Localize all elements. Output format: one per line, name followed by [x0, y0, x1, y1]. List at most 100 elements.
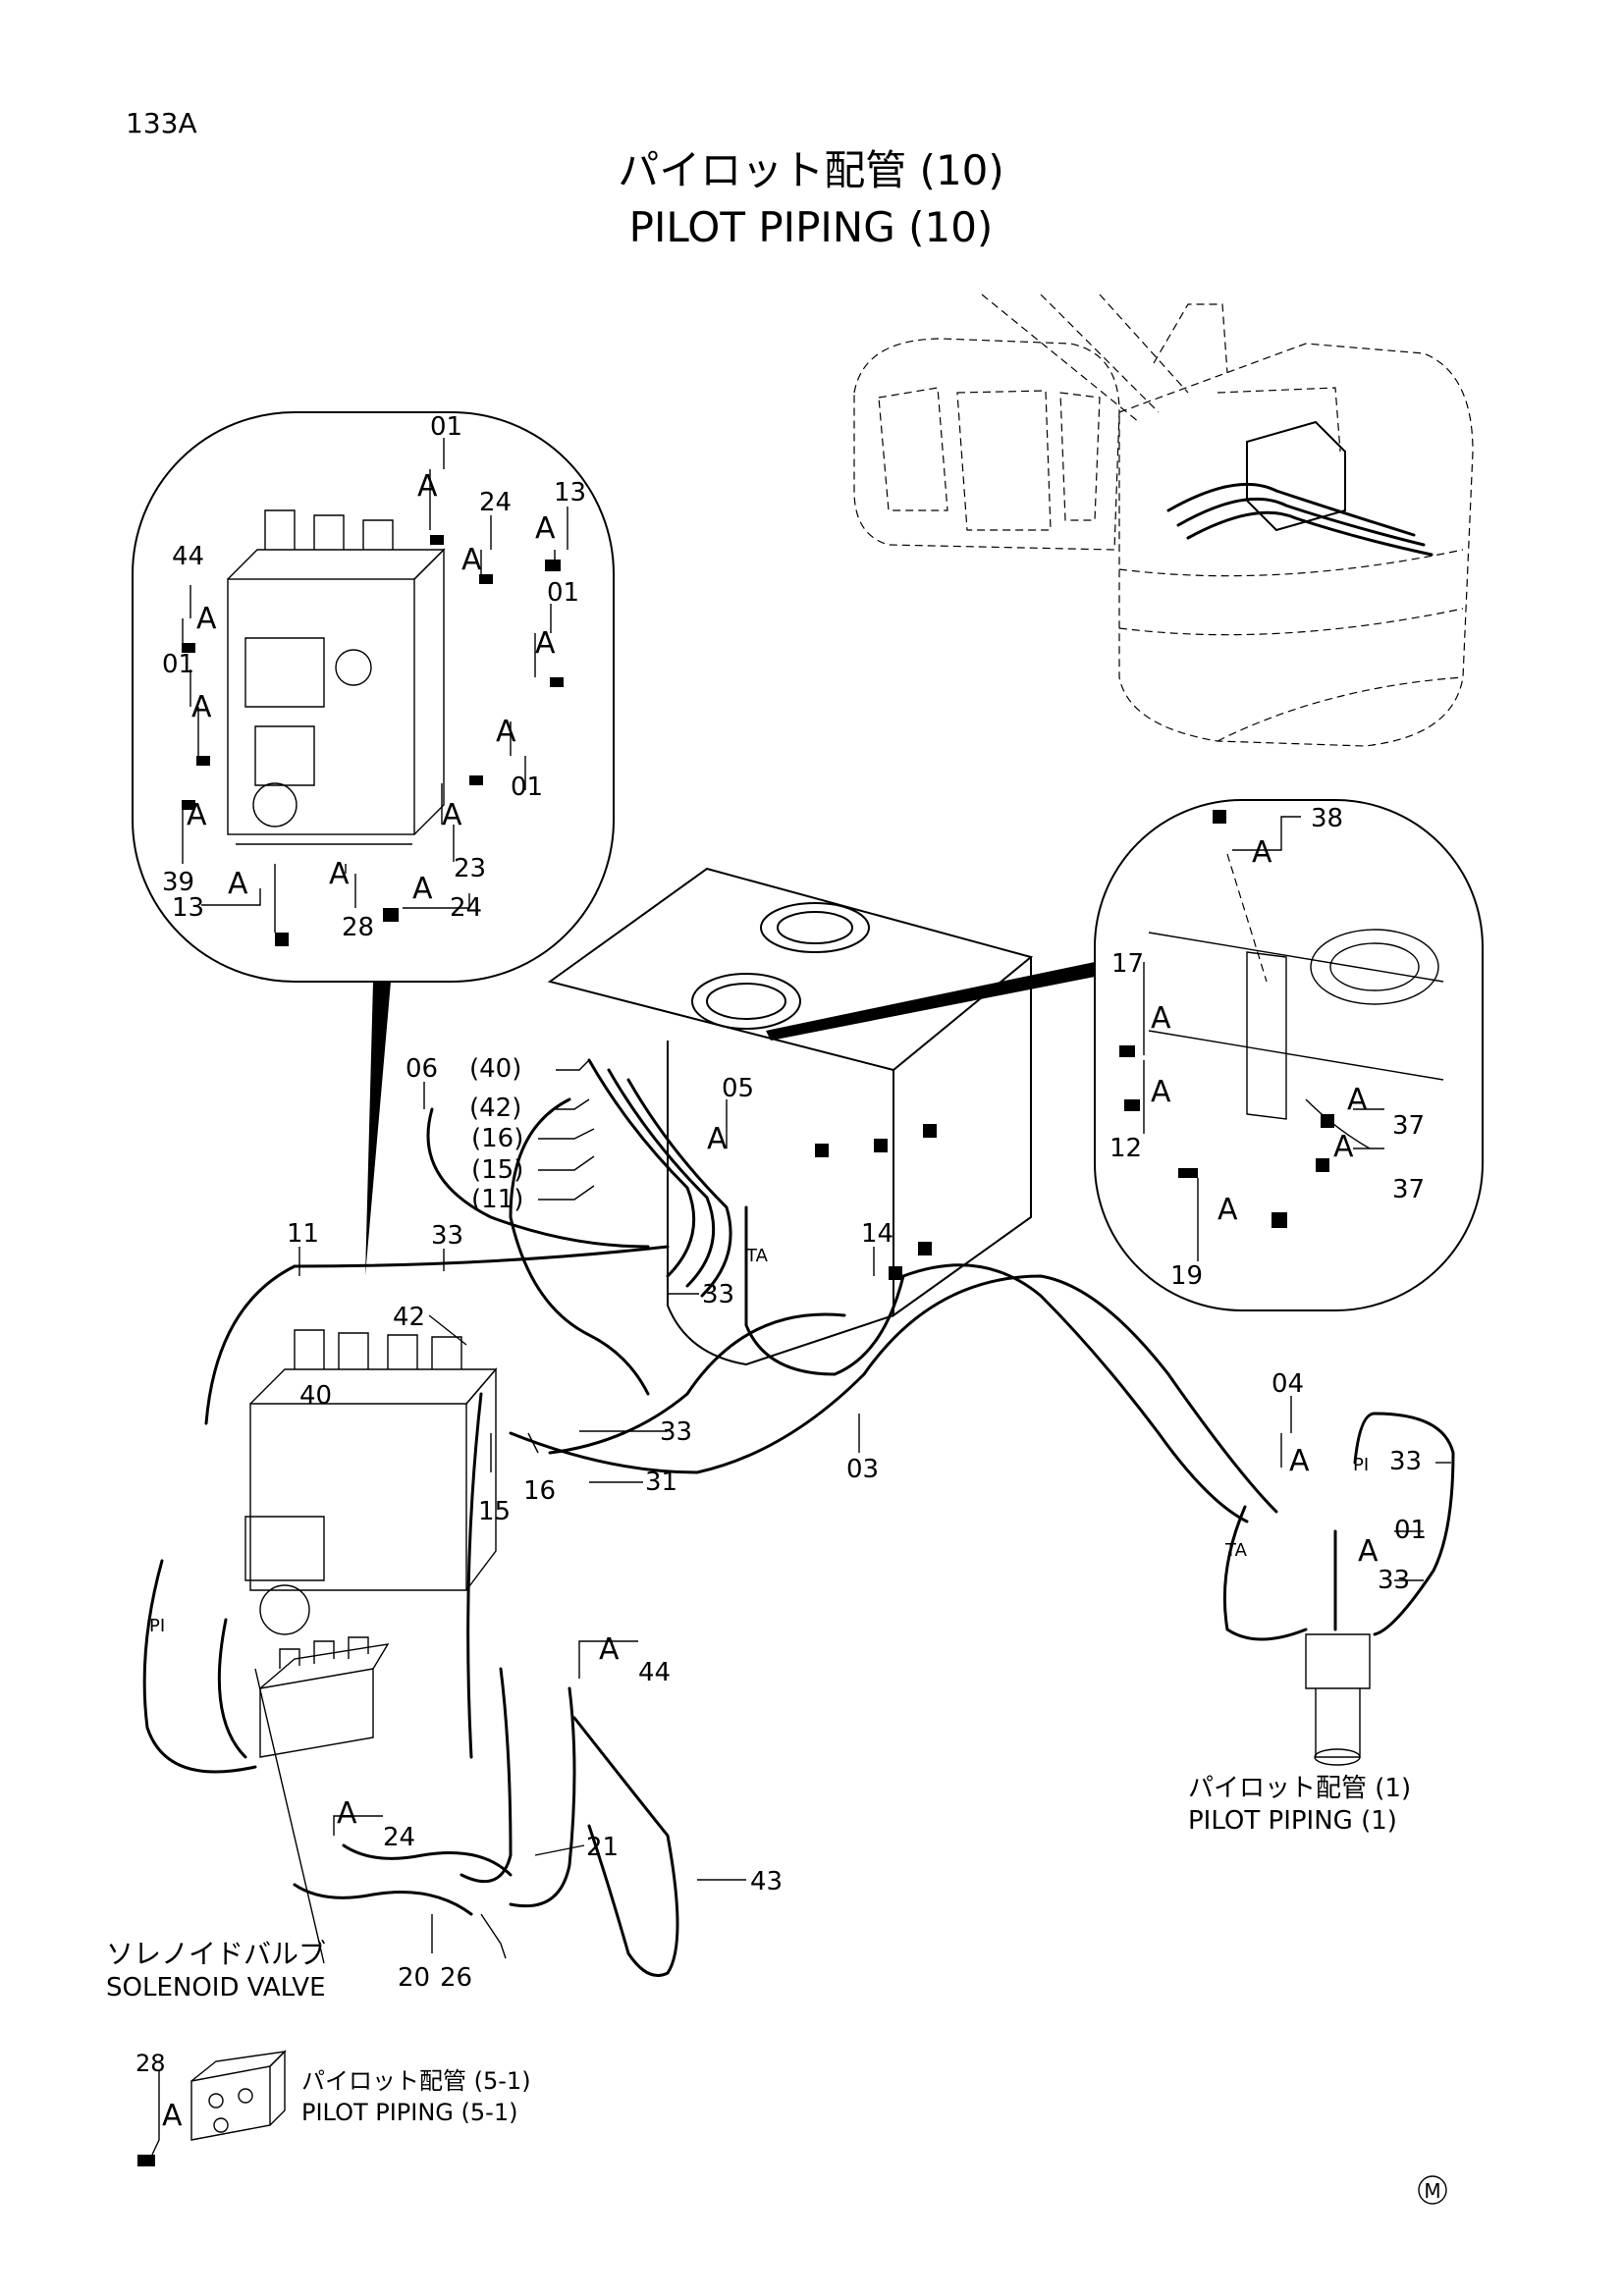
callout-16: 16	[523, 1476, 556, 1506]
pilot-hoses	[142, 1058, 1455, 1977]
callout-28: 28	[342, 913, 374, 942]
a-marker: A	[442, 798, 462, 832]
callout-44: 44	[638, 1658, 671, 1687]
callout-20: 20	[398, 1963, 430, 1993]
callout-16-ref: (16)	[471, 1124, 523, 1153]
circled-m-mark: M	[1424, 2179, 1440, 2203]
title-japanese: パイロット配管 (10)	[618, 146, 1004, 194]
control-valve-illustration	[244, 1329, 498, 1635]
pilot-filter-illustration	[1305, 1633, 1371, 1766]
callout-43: 43	[750, 1867, 783, 1896]
left-bubble-callouts: 01 24 13 44 01 01 01 39 13 28 24 23	[162, 412, 586, 942]
a-marker: A	[1217, 1193, 1238, 1227]
callout-33: 33	[660, 1417, 692, 1447]
callout-26: 26	[440, 1963, 472, 1993]
callout-15-ref: (15)	[471, 1155, 523, 1185]
callout-33: 33	[1378, 1566, 1410, 1595]
callout-24: 24	[450, 893, 482, 923]
callout-01: 01	[1394, 1516, 1427, 1545]
a-marker: A	[1151, 1001, 1171, 1036]
a-marker: A	[535, 626, 556, 661]
a-marker: A	[535, 511, 556, 546]
a-marker: A	[191, 690, 212, 724]
callout-37: 37	[1392, 1175, 1425, 1204]
a-marker: A	[417, 469, 438, 504]
right-bubble-callouts: 38 17 12 19 37 37	[1109, 804, 1425, 1291]
a-marker: A	[707, 1122, 728, 1156]
callout-13: 13	[554, 478, 586, 507]
pilot-piping-5-1-japanese: パイロット配管 (5-1)	[301, 2067, 531, 2095]
a-marker: A	[337, 1796, 357, 1831]
callout-21: 21	[586, 1833, 619, 1862]
callout-01: 01	[162, 650, 194, 679]
a-marker: A	[1358, 1534, 1379, 1569]
callout-leader-lines	[182, 438, 1451, 1964]
control-valve-detail-bubble	[132, 411, 615, 1276]
a-marker: A	[228, 867, 248, 901]
a-marker: A	[1252, 835, 1272, 870]
a-marker: A	[1289, 1444, 1310, 1478]
callout-38: 38	[1311, 804, 1343, 833]
excavator-overview-illustration	[853, 294, 1474, 747]
a-marker: A	[1347, 1083, 1368, 1117]
callout-05: 05	[722, 1074, 754, 1103]
solenoid-valve-illustration	[259, 1636, 390, 1758]
callout-01: 01	[511, 773, 543, 802]
a-marker: A	[162, 2099, 183, 2133]
callout-17: 17	[1111, 949, 1144, 979]
callout-11-ref: (11)	[471, 1185, 523, 1214]
solenoid-valve-english: SOLENOID VALVE	[106, 1973, 326, 2002]
callout-04: 04	[1271, 1369, 1304, 1399]
callout-44: 44	[172, 542, 204, 571]
callout-40: 40	[299, 1381, 332, 1411]
callout-23: 23	[454, 854, 486, 883]
pilot-piping-5-1-english: PILOT PIPING (5-1)	[301, 2099, 517, 2126]
pilot-piping-1-english: PILOT PIPING (1)	[1188, 1806, 1397, 1836]
a-marker: A	[412, 872, 433, 906]
port-label-pi: PI	[1353, 1455, 1369, 1475]
hydraulic-tank-illustration	[547, 867, 1034, 1366]
callout-01: 01	[430, 412, 462, 442]
a-marker: A	[196, 602, 217, 636]
callout-24: 24	[383, 1823, 415, 1852]
callout-33: 33	[702, 1280, 734, 1309]
callout-42: 42	[393, 1303, 425, 1332]
title-english: PILOT PIPING (10)	[629, 203, 994, 251]
callout-33: 33	[431, 1221, 463, 1251]
port-label-pi: PI	[149, 1616, 165, 1636]
main-a-markers: A A A A A	[337, 1122, 1379, 1831]
right-bubble-a-markers: A A A A A A	[1151, 835, 1368, 1227]
callout-19: 19	[1170, 1261, 1203, 1291]
callout-11: 11	[287, 1219, 319, 1249]
a-marker: A	[1151, 1075, 1171, 1109]
callout-15: 15	[478, 1497, 511, 1526]
callout-28: 28	[135, 2050, 166, 2077]
pilot-piping-1-japanese: パイロット配管 (1)	[1188, 1774, 1411, 1803]
a-marker: A	[1333, 1130, 1354, 1164]
pilot-piping-5-1-inset: 28 A	[135, 2050, 287, 2166]
callout-01: 01	[547, 578, 579, 608]
page-number: 133A	[126, 107, 197, 139]
left-bubble-a-markers: A A A A A A A A A A A A	[187, 469, 556, 906]
port-labels: TA PI PI TA	[149, 1246, 1369, 1636]
callout-33: 33	[1389, 1447, 1422, 1476]
main-callouts: 06 (40) (42) (16) (15) (11) 05 14 11 33 …	[287, 1054, 1427, 1993]
a-marker: A	[461, 543, 482, 577]
callout-12: 12	[1109, 1134, 1142, 1163]
port-label-ta: TA	[745, 1246, 769, 1266]
port-label-ta: TA	[1224, 1540, 1248, 1561]
callout-31: 31	[645, 1468, 677, 1497]
tank-port-detail-bubble	[766, 799, 1484, 1311]
callout-37: 37	[1392, 1111, 1425, 1141]
a-marker: A	[187, 798, 207, 832]
callout-39: 39	[162, 868, 194, 897]
callout-42-ref: (42)	[469, 1094, 521, 1123]
callout-24: 24	[479, 488, 512, 517]
solenoid-valve-japanese: ソレノイドバルブ	[106, 1938, 326, 1970]
a-marker: A	[329, 857, 350, 891]
a-marker: A	[496, 715, 516, 749]
callout-06: 06	[406, 1054, 438, 1084]
a-marker: A	[599, 1632, 620, 1667]
callout-40-ref: (40)	[469, 1054, 521, 1084]
